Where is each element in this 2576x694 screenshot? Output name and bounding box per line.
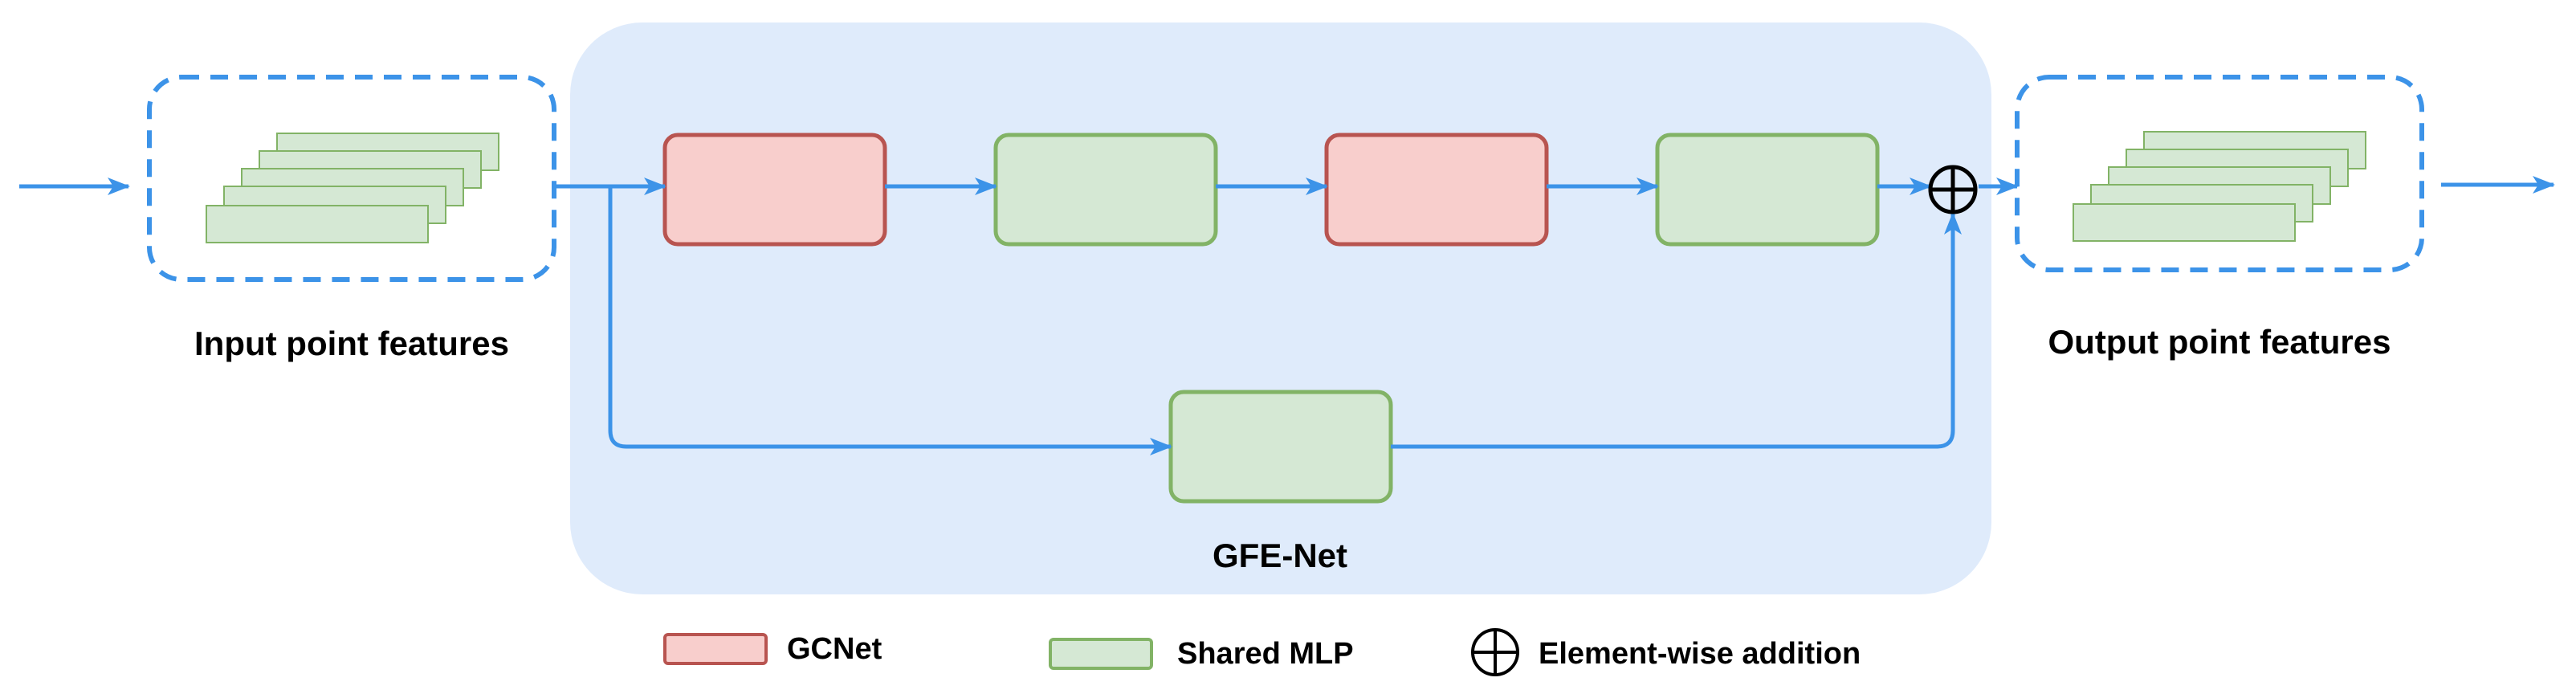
element-wise-addition-icon [1928, 165, 1978, 214]
legend-shared-mlp-label: Shared MLP [1177, 637, 1354, 671]
shortcut-to-addition-arrow [1391, 212, 1962, 449]
legend-gcnet-swatch [663, 633, 768, 665]
shortcut-branch-arrow [608, 186, 1172, 455]
output-features-label: Output point features [2048, 323, 2391, 361]
gcnet-block-2 [1324, 133, 1549, 247]
feature-layer [206, 205, 429, 243]
shared-mlp-block-2 [1655, 133, 1880, 247]
legend-shared-mlp-swatch [1049, 638, 1153, 670]
feature-layer [2073, 203, 2296, 242]
shared-mlp-block-1 [993, 133, 1218, 247]
output-feature-stack [2073, 131, 2366, 242]
shortcut-shared-mlp-block [1168, 390, 1393, 504]
legend-gcnet-label: GCNet [787, 632, 882, 666]
gfe-net-module [570, 22, 1991, 594]
connectors [19, 176, 2555, 455]
output-features-container [2015, 75, 2424, 272]
input-feature-stack [206, 133, 499, 243]
input-features-label: Input point features [194, 325, 509, 362]
legend: GCNet Shared MLP Element-wise addition [663, 628, 1861, 676]
gfe-net-label: GFE-Net [1213, 537, 1347, 574]
legend-addition-icon [1471, 628, 1519, 676]
gcnet-block-1 [662, 133, 887, 247]
legend-addition-label: Element-wise addition [1539, 637, 1861, 671]
